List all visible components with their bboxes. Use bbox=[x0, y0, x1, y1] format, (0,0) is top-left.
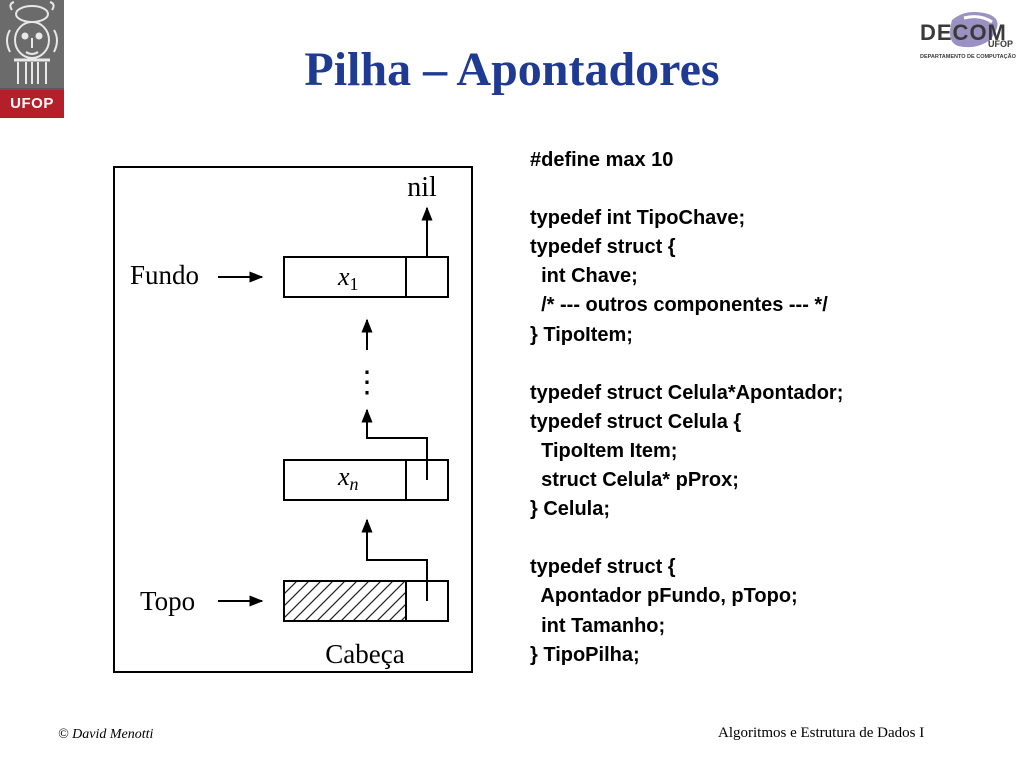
code-line bbox=[530, 524, 843, 553]
code-line: Apontador pFundo, pTopo; bbox=[530, 585, 798, 608]
cell-x1-label: x1 bbox=[337, 262, 359, 294]
code-line: } Celula; bbox=[530, 498, 611, 521]
stack-pointer-diagram: nil Fundo x1 ⋮ xn Topo Cabeça bbox=[113, 166, 473, 673]
code-line: typedef struct Celula { bbox=[530, 410, 742, 433]
code-line: typedef int TipoChave; bbox=[530, 207, 746, 230]
code-line: } TipoItem; bbox=[530, 323, 633, 346]
fundo-label: Fundo bbox=[130, 260, 199, 290]
code-line: /* --- outros componentes --- */ bbox=[530, 294, 828, 317]
footer-author: © David Menotti bbox=[58, 727, 154, 742]
page-title: Pilha – Apontadores bbox=[304, 43, 720, 96]
cell-cabeca-hatch bbox=[284, 581, 406, 621]
decom-logo-main: DECOM bbox=[920, 20, 1007, 45]
cabeca-label: Cabeça bbox=[325, 639, 404, 669]
code-line: int Tamanho; bbox=[530, 614, 666, 637]
ufop-emblem-icon bbox=[0, 0, 64, 88]
nil-label: nil bbox=[407, 172, 437, 203]
code-line: #define max 10 bbox=[530, 149, 674, 171]
diagram-frame bbox=[113, 166, 473, 673]
code-line: int Chave; bbox=[530, 265, 638, 288]
cell-xn-label: xn bbox=[337, 462, 359, 494]
code-line: struct Celula* pProx; bbox=[530, 469, 739, 492]
cell-xn bbox=[283, 459, 449, 501]
decom-logo: DECOM UFOP DEPARTAMENTO DE COMPUTAÇÃO bbox=[916, 6, 1022, 66]
ellipsis: ⋮ bbox=[352, 366, 382, 399]
topo-label: Topo bbox=[140, 586, 195, 616]
footer-course: Algoritmos e Estrutura de Dados I bbox=[718, 725, 925, 741]
ufop-logo-text: UFOP bbox=[0, 90, 64, 118]
code-line: } TipoPilha; bbox=[530, 643, 640, 666]
decom-logo-department: DEPARTAMENTO DE COMPUTAÇÃO bbox=[920, 54, 1016, 60]
code-line: typedef struct { bbox=[530, 556, 676, 579]
ufop-logo: UFOP bbox=[0, 0, 64, 118]
code-block: #define max 10 typedef int TipoChave; type… bbox=[530, 146, 843, 670]
code-line: TipoItem Item; bbox=[530, 439, 678, 462]
cell-x1-var: x bbox=[337, 262, 350, 291]
decom-swoosh-icon bbox=[950, 12, 998, 48]
cell-x1 bbox=[283, 256, 449, 298]
code-line: typedef struct Celula*Apontador; bbox=[530, 381, 844, 404]
cell-x1-sub: 1 bbox=[350, 274, 359, 294]
code-line: typedef struct { bbox=[530, 236, 676, 259]
code-line bbox=[530, 350, 843, 379]
decom-logo-sub: UFOP bbox=[988, 39, 1014, 49]
cell-cabeca bbox=[283, 580, 449, 622]
cell-xn-var: x bbox=[337, 462, 350, 491]
code-line bbox=[530, 175, 843, 204]
cell-xn-sub: n bbox=[350, 474, 359, 494]
